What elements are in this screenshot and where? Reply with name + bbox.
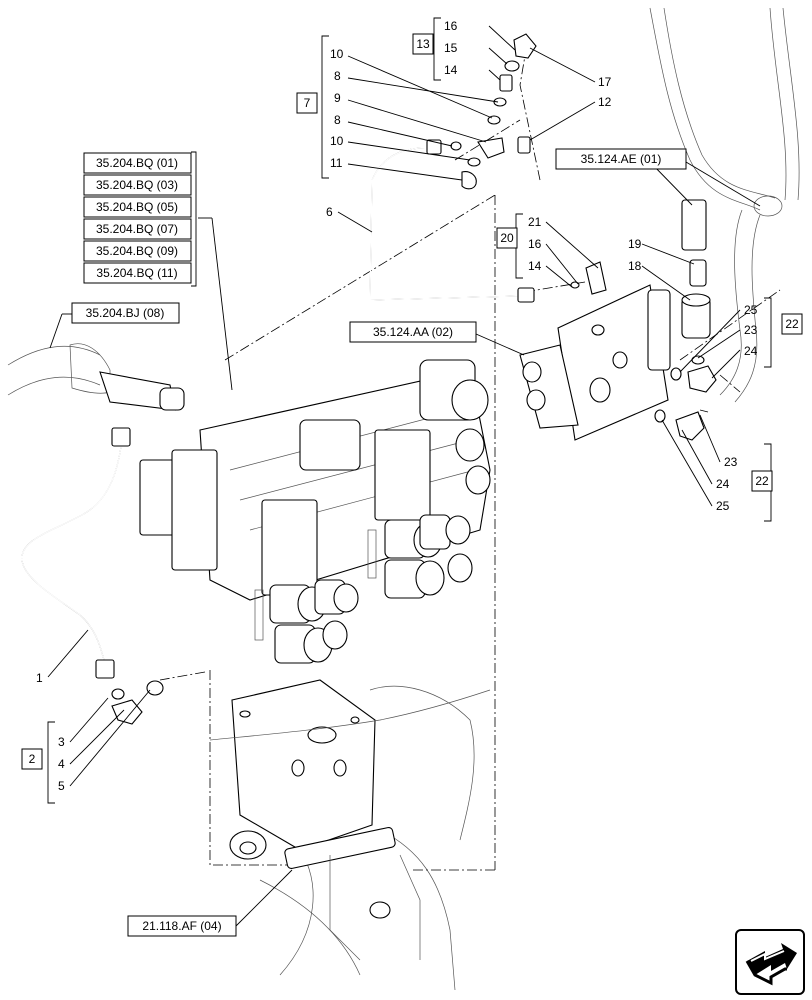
group-22-lower-label: 22 (755, 474, 769, 488)
next-page-button[interactable] (735, 929, 805, 995)
part-number-11: 11 (330, 156, 343, 170)
ref-21-118-af-04[interactable]: 21.118.AF (04) (127, 915, 237, 937)
part-number-19: 19 (628, 237, 642, 251)
tube-6 (369, 139, 535, 303)
lower-frame-housing (209, 679, 491, 991)
part-number-25: 25 (744, 303, 758, 317)
part-number-10: 10 (330, 47, 344, 61)
ref-label: 35.204.BQ (01) (96, 156, 178, 170)
additional-valve-section (519, 261, 671, 441)
group-7-box[interactable]: 7 (296, 92, 318, 114)
part-number-23: 23 (744, 323, 758, 337)
group-20-label: 20 (500, 231, 514, 245)
part-number-25: 25 (716, 499, 730, 513)
ref-35-204-bq-01[interactable]: 35.204.BQ (01) (83, 152, 192, 174)
part-number-1: 1 (36, 671, 43, 685)
part-number-14: 14 (444, 63, 458, 77)
part-number-24: 24 (716, 477, 730, 491)
part-number-8: 8 (334, 113, 341, 127)
ref-label: 35.204.BQ (11) (96, 266, 177, 280)
part-number-16: 16 (528, 237, 542, 251)
ref-35-204-bq-03[interactable]: 35.204.BQ (03) (83, 174, 192, 196)
part-number-14: 14 (528, 259, 542, 273)
group-13-label: 13 (416, 37, 430, 51)
part-number-16: 16 (444, 19, 458, 33)
part-number-5: 5 (58, 779, 65, 793)
part-number-18: 18 (628, 259, 642, 273)
ref-label: 35.204.BQ (09) (96, 244, 178, 258)
ref-label: 35.204.BQ (03) (96, 178, 178, 192)
part-number-10: 10 (330, 134, 344, 148)
group-7-label: 7 (304, 96, 311, 110)
group-22-lower-box[interactable]: 22 (751, 470, 773, 492)
background-hose-sketch (7, 7, 800, 403)
part-number-labels: 16 15 14 17 10 8 9 8 10 11 12 6 21 16 14… (36, 19, 758, 793)
part-number-8: 8 (334, 69, 341, 83)
group-22-upper-label: 22 (785, 317, 799, 331)
group-20-box[interactable]: 20 (496, 227, 518, 249)
fitting-parts-top (450, 33, 537, 190)
part-number-4: 4 (58, 757, 65, 771)
ref-35-124-ae-01[interactable]: 35.124.AE (01) (555, 148, 687, 170)
ref-35-204-bq-05[interactable]: 35.204.BQ (05) (83, 196, 192, 218)
ref-label: 35.204.BQ (05) (96, 200, 178, 214)
coupler-fittings-right (654, 199, 717, 441)
part-number-6: 6 (326, 205, 333, 219)
ref-label: 21.118.AF (04) (142, 919, 221, 933)
ref-35-204-bj-08[interactable]: 35.204.BJ (08) (71, 302, 180, 324)
ref-label: 35.124.AE (01) (581, 152, 662, 166)
part-number-3: 3 (58, 735, 65, 749)
ref-35-124-aa-02[interactable]: 35.124.AA (02) (349, 321, 477, 343)
ref-35-204-bq-11[interactable]: 35.204.BQ (11) (83, 262, 192, 284)
part-number-24: 24 (744, 344, 758, 358)
group-2-label: 2 (29, 752, 36, 766)
part-number-9: 9 (334, 91, 341, 105)
leader-lines (47, 25, 761, 927)
control-valve-assembly (139, 359, 491, 664)
part-number-15: 15 (444, 41, 458, 55)
reference-frame-lines (159, 37, 781, 871)
ref-35-204-bq-09[interactable]: 35.204.BQ (09) (83, 240, 192, 262)
ref-label: 35.124.AA (02) (373, 325, 453, 339)
next-page-arrow-icon (745, 943, 797, 986)
tube-1 (21, 371, 185, 725)
part-number-12: 12 (598, 95, 612, 109)
part-number-17: 17 (598, 75, 612, 89)
part-number-23: 23 (724, 455, 738, 469)
ref-label: 35.204.BJ (08) (86, 306, 165, 320)
group-22-upper-box[interactable]: 22 (781, 313, 803, 335)
group-13-box[interactable]: 13 (412, 33, 434, 55)
part-number-21: 21 (528, 215, 542, 229)
ref-35-204-bq-07[interactable]: 35.204.BQ (07) (83, 218, 192, 240)
group-2-box[interactable]: 2 (21, 748, 43, 770)
ref-label: 35.204.BQ (07) (96, 222, 178, 236)
